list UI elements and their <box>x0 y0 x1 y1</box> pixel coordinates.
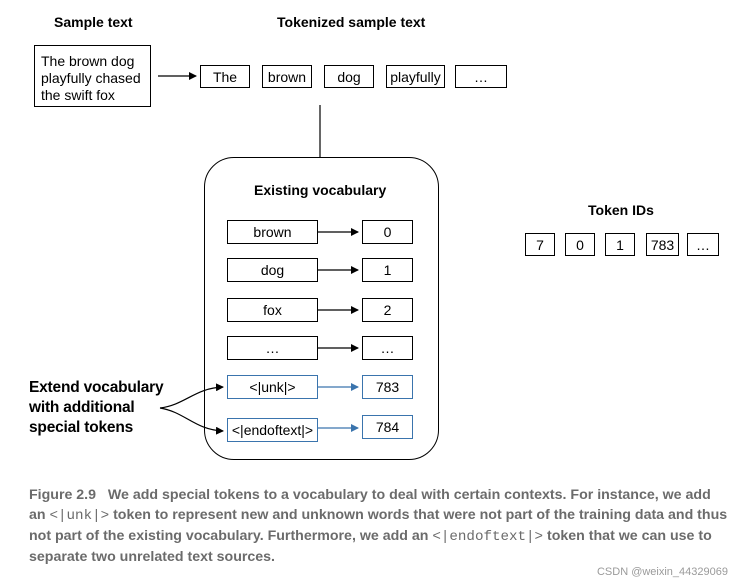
caption-code: <|unk|> <box>49 508 110 524</box>
vocab-token-box: brown <box>227 220 318 244</box>
vocab-token-box: … <box>227 336 318 360</box>
extend-label-line: with additional <box>29 399 135 416</box>
vocab-id-box: 1 <box>362 258 413 282</box>
extend-label-line: special tokens <box>29 419 134 436</box>
tokenized-sample-text-heading: Tokenized sample text <box>277 14 426 30</box>
sample-text-line: The brown dog <box>41 53 135 69</box>
extend-vocabulary-label: Extend vocabulary with additional specia… <box>29 378 189 438</box>
vocab-id-box: 2 <box>362 298 413 322</box>
special-id-box: 784 <box>362 415 413 439</box>
token-box: dog <box>324 65 374 88</box>
sample-text-heading: Sample text <box>54 14 133 30</box>
sample-text-line: playfully chased <box>41 70 141 86</box>
vocab-token-box: dog <box>227 258 318 282</box>
token-box: The <box>200 65 250 88</box>
special-id-box: 783 <box>362 375 413 399</box>
figure-number: Figure 2.9 <box>29 487 97 503</box>
special-token-box: <|unk|> <box>227 375 318 399</box>
watermark: CSDN @weixin_44329069 <box>596 566 728 578</box>
vocab-id-box: … <box>362 336 413 360</box>
caption-text: token that we can use to separate two un… <box>29 528 712 565</box>
extend-curve-arrow <box>159 383 224 409</box>
caption-text: token to represent new and unknown words… <box>29 507 728 544</box>
extend-label-line: Extend vocabulary <box>29 379 164 396</box>
token-id-box: 1 <box>605 233 635 256</box>
token-id-box: 0 <box>565 233 595 256</box>
figure-caption: Figure 2.9 We add special tokens to a vo… <box>29 485 729 567</box>
caption-text: We add special tokens to a vocabulary to… <box>29 487 711 523</box>
token-box: … <box>455 65 507 88</box>
vocab-id-box: 0 <box>362 220 413 244</box>
sample-text-line: the swift fox <box>41 87 115 103</box>
caption-code: <|endoftext|> <box>432 529 544 545</box>
vocab-token-box: fox <box>227 298 318 322</box>
token-id-box: 7 <box>525 233 555 256</box>
sample-text-box: The brown dog playfully chased the swift… <box>34 45 151 107</box>
token-id-box: … <box>687 233 719 256</box>
extend-curve-arrow <box>159 407 224 435</box>
existing-vocabulary-heading: Existing vocabulary <box>254 182 387 198</box>
token-box: playfully <box>386 65 445 88</box>
existing-vocabulary-frame <box>204 157 439 460</box>
token-id-box: 783 <box>646 233 679 256</box>
token-box: brown <box>262 65 312 88</box>
special-token-box: <|endoftext|> <box>227 418 318 442</box>
token-ids-heading: Token IDs <box>588 202 654 218</box>
